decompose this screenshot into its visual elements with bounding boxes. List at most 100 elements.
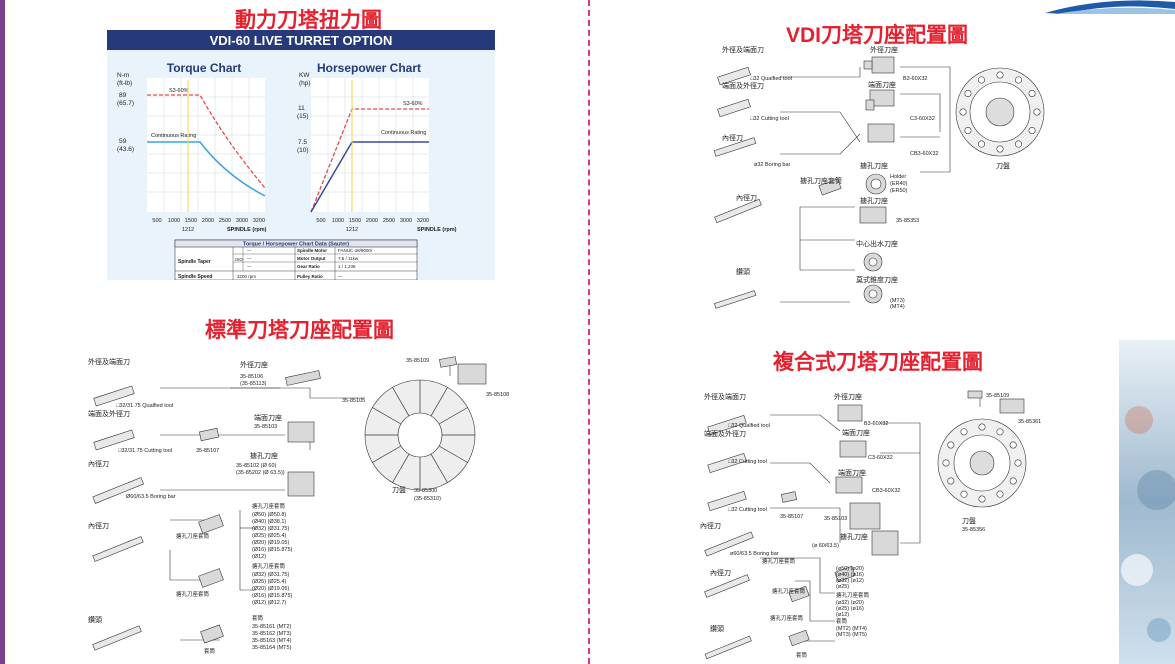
- vdi-wjz: 外徑刀座: [870, 45, 898, 54]
- torque-section-title: 動力刀塔扭力圖: [235, 8, 382, 32]
- live-turret-panel: VDI-60 LIVE TURRET OPTION Torque Chart H…: [107, 30, 495, 280]
- turret-tooth: [430, 453, 448, 483]
- torque-unit2: (ft-lb): [117, 80, 132, 87]
- hp-chart-title: Horsepower Chart: [317, 61, 421, 75]
- hp-y2b: (10): [297, 147, 309, 154]
- dash-3: —: [247, 264, 252, 269]
- turret-hole: [977, 76, 985, 84]
- vdi-holders: [818, 56, 895, 304]
- hp-y1: 11: [298, 105, 305, 112]
- brand-logo: [1045, 0, 1175, 14]
- vdi-c32: □32 Cutting tool: [750, 116, 789, 122]
- standard-section-title: 標準刀塔刀座配置圖: [205, 318, 394, 342]
- std-tools: [92, 385, 144, 651]
- comp-zt: 鑽頭: [710, 624, 724, 633]
- comp-c3: C3-60X32: [868, 455, 893, 461]
- comp-dp: 刀盤: [962, 516, 976, 525]
- banner-text: VDI-60 LIVE TURRET OPTION: [210, 33, 393, 48]
- pulley-ratio-value: —: [338, 274, 343, 279]
- iso-label: ISO: [235, 257, 243, 262]
- spindle-motor-label: Spindle Motor: [297, 248, 327, 253]
- vdi-er50: (ER50): [890, 188, 908, 194]
- comp-tt: 套筒: [836, 617, 848, 625]
- page-border: [0, 0, 5, 664]
- vdi-title-latin: VDI: [786, 24, 822, 47]
- comp-dmz: 端面刀座: [842, 428, 870, 437]
- vdi-mt4: (MT4): [890, 304, 905, 310]
- gear-ratio-label: Gear Ratio: [297, 264, 320, 269]
- std-tt-lines: 35-85161 (MT2)35-85162 (MT3)35-85163 (MT…: [252, 624, 292, 651]
- spec-line: (Ø32) (Ø31.75): [252, 572, 289, 578]
- turret-hole: [942, 459, 950, 467]
- spec-line: (ø32) (ø12): [836, 578, 864, 584]
- std-wjz: 外徑刀座: [240, 360, 268, 369]
- hp-plot: KW (hp) 11 (15) 7.5 (10) S3-60% Continuo…: [297, 72, 457, 233]
- spec-line: (Ø50) (Ø50.8): [252, 512, 286, 518]
- std-p202: (35-85202 (Ø 63.5)): [236, 470, 285, 476]
- composite-section-title: 複合式刀塔刀座配置圖: [773, 350, 983, 374]
- vdi-holder: Holder: [890, 174, 906, 180]
- x-tick-label: 1500: [185, 218, 197, 224]
- torque-plot: N-m (ft-lb) 89 (65.7) 59 (43.6) S3-60% C…: [117, 72, 267, 233]
- spec-line: (ø32) (ø20): [836, 600, 864, 606]
- turret-hole: [947, 441, 955, 449]
- torque-y2: 59: [119, 138, 127, 145]
- comp-nj: 內徑刀: [700, 521, 721, 530]
- vdi-tk2: 搪孔刀座: [860, 196, 888, 205]
- pulley-ratio-label: Pulley Ratio: [297, 274, 323, 279]
- spec-line: (ø25): [836, 584, 849, 590]
- turret-tooth: [392, 387, 410, 417]
- vdi-tools: [713, 66, 762, 309]
- vdi-mk: 莫式錐度刀座: [856, 275, 898, 284]
- vdi-bb: ø32 Boring bar: [754, 162, 791, 168]
- std-bb: Ø60/63.5 Boring bar: [126, 494, 176, 500]
- std-dm: 端面及外徑刀: [88, 409, 130, 418]
- comp-tkt-sm: 搪孔刀座套筒: [772, 587, 806, 595]
- x-tick-label: 1000: [332, 218, 344, 224]
- turret-hole: [1028, 127, 1036, 135]
- std-tkt-sm2: 搪孔刀座套筒: [176, 590, 210, 598]
- comp-tkv: (ø 60/63.5): [812, 543, 839, 549]
- spec-line: (Ø16) (Ø15.875): [252, 547, 293, 553]
- dash-1: —: [247, 248, 252, 253]
- spec-line: (ø12): [836, 612, 849, 618]
- vdi-wj: 外徑及端面刀: [722, 45, 764, 54]
- x-tick-label: 1000: [168, 218, 180, 224]
- spec-line: (Ø20) (Ø19.05): [252, 540, 289, 546]
- spindle-speed-label: Spindle Speed: [178, 274, 212, 280]
- x-tick-label: 3200: [253, 218, 265, 224]
- spindle-taper-label: Spindle Taper: [178, 259, 211, 265]
- std-p108: 35-85108: [486, 392, 509, 398]
- vdi-nj: 內徑刀: [722, 133, 743, 142]
- std-dmz: 端面刀座: [254, 413, 282, 422]
- torque-x-1212: 1212: [182, 227, 194, 233]
- std-turret-disk: [364, 379, 476, 491]
- x-tick-label: 3000: [236, 218, 248, 224]
- vdi-zx: 中心出水刀座: [856, 239, 898, 248]
- std-p113: (35-85113): [240, 381, 267, 387]
- turret-tooth: [392, 453, 410, 483]
- torque-y2b: (43.6): [117, 146, 134, 153]
- x-tick-label: 500: [152, 218, 161, 224]
- std-tkt2-lines: (Ø32) (Ø31.75)(Ø25) (Ø25.4)(Ø20) (Ø19.05…: [252, 572, 293, 606]
- spec-line: (Ø25) (Ø25.4): [252, 579, 286, 585]
- vdi-cb3: CB3-60X32: [910, 151, 938, 157]
- comp-turret-disk: [937, 418, 1027, 508]
- center-divider: [588, 0, 590, 664]
- std-tt: 套筒: [252, 614, 264, 622]
- hp-plot-area: [311, 78, 429, 212]
- std-p105: 35-85105: [342, 398, 365, 404]
- spec-table-title: Torque / Horsepower Chart Data (Sauter): [243, 242, 349, 248]
- torque-y1: 89: [119, 92, 127, 99]
- std-nj2: 內徑刀: [88, 521, 109, 530]
- vdi-diagram: 外徑及端面刀 □32 Qualfied tool 端面及外徑刀 □32 Cutt…: [713, 45, 1045, 310]
- comp-c32b: □32 Cutting tool: [728, 507, 767, 513]
- spec-line: (ø40) (ø16): [836, 572, 864, 578]
- gear-ratio-value: 1 / 1.238: [338, 264, 356, 269]
- spec-line: (MT3) (MT5): [836, 632, 867, 638]
- turret-tooth: [372, 407, 402, 425]
- vdi-b3: B3-60X32: [903, 76, 927, 82]
- comp-nj2: 內徑刀: [710, 568, 731, 577]
